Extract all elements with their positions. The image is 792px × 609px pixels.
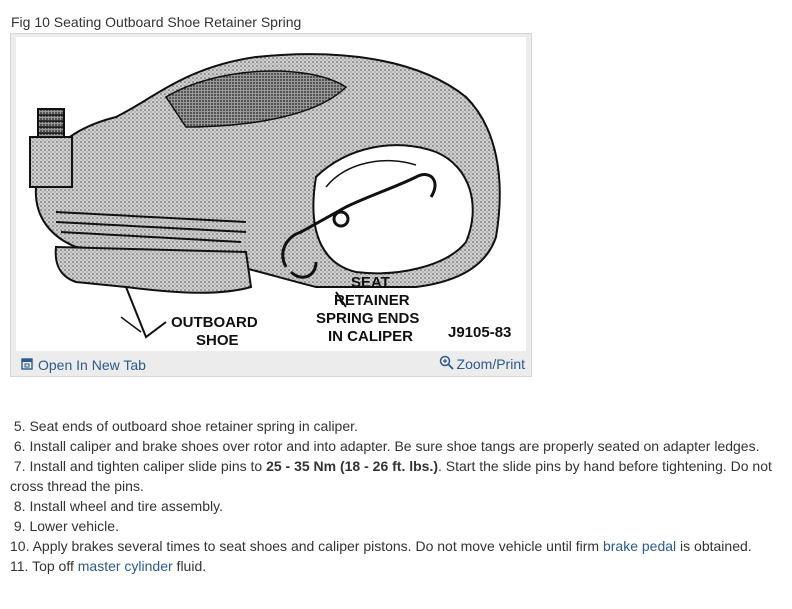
brake-pedal-link[interactable]: brake pedal	[602, 538, 677, 554]
steps-list: 5. Seat ends of outboard shoe retainer s…	[10, 416, 786, 576]
step-9: 9. Lower vehicle.	[13, 518, 119, 534]
label-outboard: OUTBOARD	[171, 314, 258, 331]
outboard-shoe	[54, 245, 253, 294]
label-in-caliper: IN CALIPER	[328, 328, 413, 345]
zoom-in-icon	[439, 355, 454, 373]
bleeder-screw	[29, 108, 73, 188]
zoom-print-link[interactable]: Zoom/Print	[439, 355, 525, 373]
zoom-print-label: Zoom/Print	[456, 356, 525, 372]
figure-code: J9105-83	[448, 324, 511, 341]
label-retainer: RETAINER	[334, 292, 410, 309]
step-6: 6. Install caliper and brake shoes over …	[13, 438, 760, 454]
step-10: 10. Apply brakes several times to seat s…	[10, 538, 752, 554]
label-spring-ends: SPRING ENDS	[316, 310, 419, 327]
figure-toolbar: Open In New Tab Zoom/Print	[11, 352, 531, 376]
figure-box: SEAT RETAINER SPRING ENDS IN CALIPER OUT…	[10, 33, 532, 377]
step-5: 5. Seat ends of outboard shoe retainer s…	[13, 418, 358, 434]
torque-spec: 25 - 35 Nm (18 - 26 ft. lbs.)	[266, 458, 439, 474]
figure-image[interactable]: SEAT RETAINER SPRING ENDS IN CALIPER OUT…	[16, 37, 526, 351]
open-new-tab-link[interactable]: Open In New Tab	[21, 357, 146, 373]
open-new-tab-icon	[21, 357, 33, 373]
open-new-tab-label: Open In New Tab	[38, 357, 146, 373]
master-cylinder-link[interactable]: master cylinder	[77, 558, 173, 574]
figure-caption: Fig 10 Seating Outboard Shoe Retainer Sp…	[11, 14, 302, 30]
retainer-spring	[281, 173, 437, 279]
step-11: 11. Top off master cylinder fluid.	[10, 558, 207, 574]
label-seat: SEAT	[351, 274, 390, 291]
step-8: 8. Install wheel and tire assembly.	[13, 498, 223, 514]
label-shoe: SHOE	[196, 332, 239, 349]
step-7: 7. Install and tighten caliper slide pin…	[10, 458, 772, 494]
